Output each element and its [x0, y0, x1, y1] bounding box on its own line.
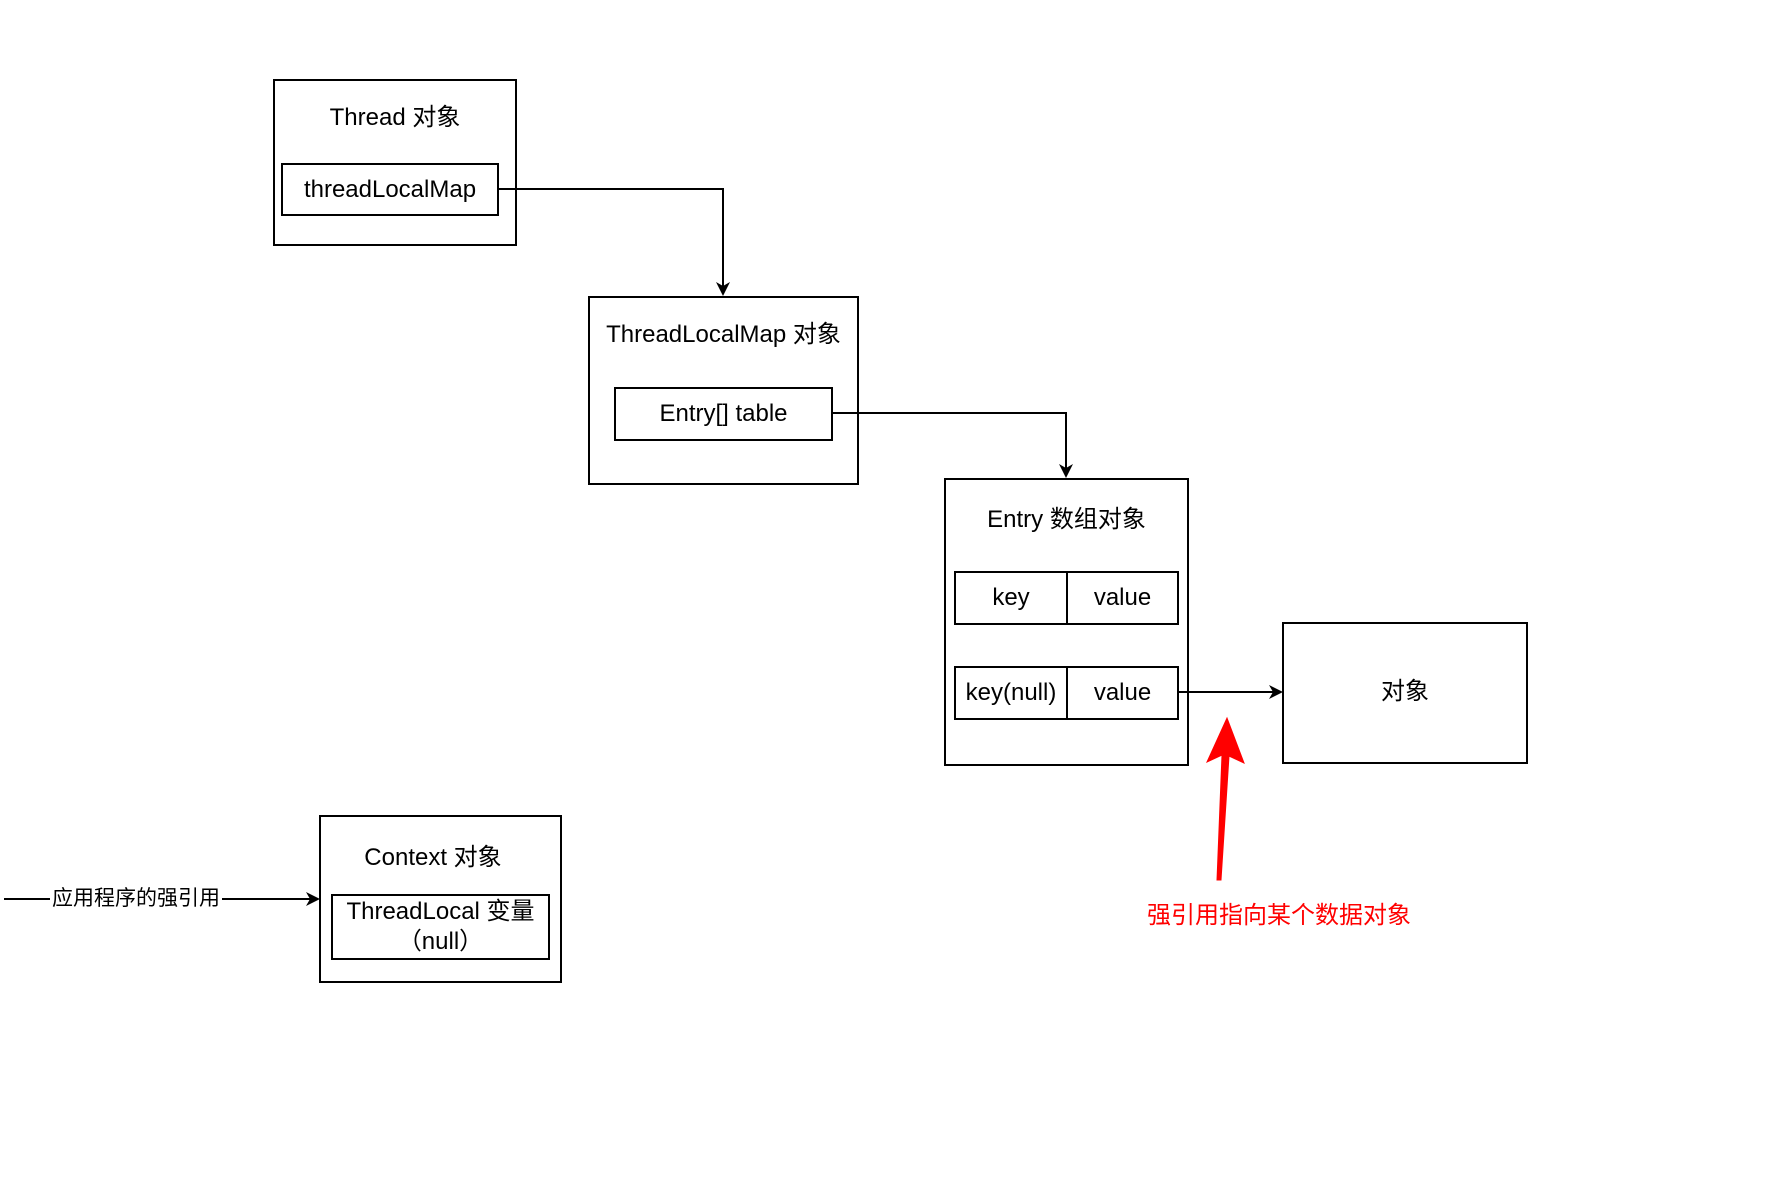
strong-ref-annotation: 强引用指向某个数据对象 — [1147, 902, 1411, 929]
threadlocalmap-field: threadLocalMap — [281, 163, 499, 216]
edge-map-to-entry — [832, 412, 1073, 478]
diagram-canvas: Thread 对象 threadLocalMap ThreadLocalMap … — [4, 79, 1528, 983]
entry-table-field: Entry[] table — [614, 387, 833, 441]
edge-thread-to-map — [498, 188, 730, 296]
threadlocal-variable-line1: ThreadLocal 变量 — [346, 898, 535, 925]
connectors-layer — [4, 188, 1283, 906]
entry-row-2-value: value — [1066, 666, 1179, 720]
target-object-box — [1282, 622, 1528, 764]
entry-row-2-key: key(null) — [954, 666, 1068, 720]
thread-object-title: Thread 对象 — [329, 104, 461, 131]
entry-array-object-title: Entry 数组对象 — [987, 506, 1146, 533]
threadlocalmap-object-box — [588, 296, 859, 485]
entry-row-1-value: value — [1066, 571, 1179, 625]
threadlocal-variable-line2: （null） — [397, 928, 484, 955]
threadlocal-variable-field — [331, 894, 550, 960]
thread-object-box — [273, 79, 517, 246]
app-strong-ref-label: 应用程序的强引用 — [50, 887, 222, 911]
entry-row-1-key: key — [954, 571, 1068, 625]
threadlocalmap-object-title: ThreadLocalMap 对象 — [606, 321, 841, 348]
entry-array-object-box — [944, 478, 1189, 766]
context-object-box — [319, 815, 562, 983]
context-object-title: Context 对象 — [364, 844, 502, 871]
red-highlight-arrow — [1205, 716, 1245, 881]
target-object-title: 对象 — [1381, 678, 1429, 705]
